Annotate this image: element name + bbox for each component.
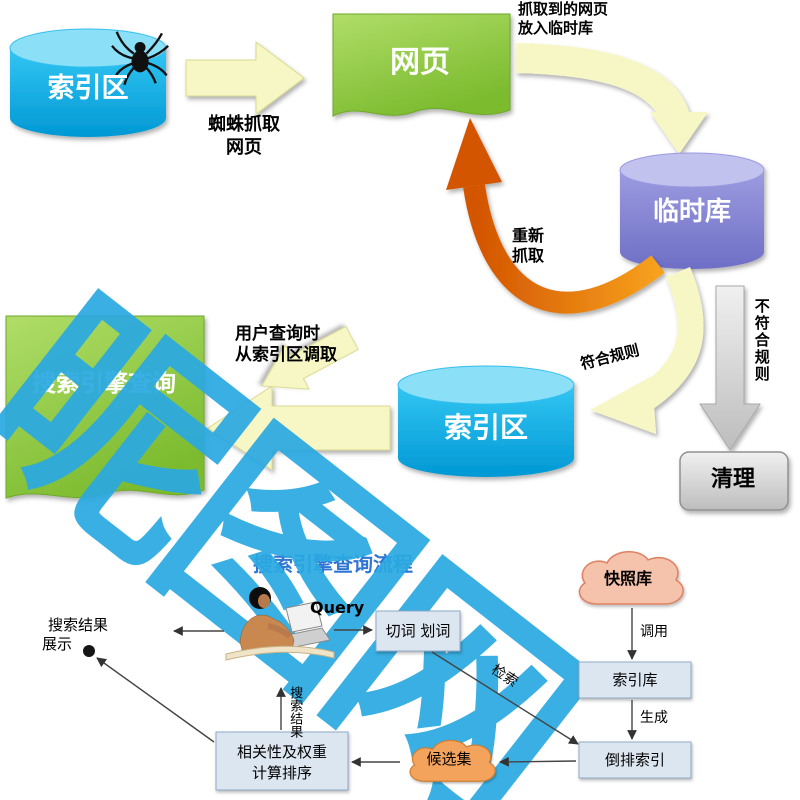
query-note-line1: 用户查询时	[235, 324, 320, 344]
crawl-note-line1: 蜘蛛抓取	[208, 114, 280, 135]
crawl-note-line2: 网页	[226, 136, 262, 158]
ranking-box	[215, 731, 349, 791]
clean-label: 清理	[710, 467, 756, 492]
webpage-shape	[332, 13, 511, 117]
to-index-arrow	[590, 267, 704, 434]
ranking-label-line2: 计算排序	[251, 764, 313, 782]
segmentation-label: 切词 划词	[385, 622, 451, 640]
candidate-label: 候选集	[426, 750, 472, 768]
result-note: 搜索结果 展示	[42, 616, 109, 654]
ranking-label: 相关性及权重 计算排序	[237, 742, 327, 784]
ranking-label-line1: 相关性及权重	[236, 743, 328, 761]
snapshot-cloud	[578, 551, 684, 605]
no-match-rule-label: 不符合规则	[752, 298, 771, 383]
recrawl-note: 重新 抓取	[512, 226, 544, 266]
bottom-section-title: 搜索引擎查询流程	[253, 552, 413, 576]
query-note-line2: 从索引区调取	[235, 345, 337, 366]
snapshot-label: 快照库	[603, 569, 653, 588]
recrawl-note-line2: 抓取	[511, 246, 545, 265]
source-db-label: 索引区	[47, 73, 129, 104]
result-note-line1: 搜索结果	[48, 616, 109, 634]
temp-db-cylinder	[619, 152, 765, 269]
connector-retrieve	[431, 651, 579, 745]
webpage-label: 网页	[390, 45, 450, 80]
index-store-label: 索引库	[612, 671, 658, 689]
to-query-arrow	[207, 385, 391, 471]
temp-db-label: 临时库	[652, 197, 732, 227]
fetch-note: 抓取到的网页 放入临时库	[518, 0, 608, 38]
recrawl-arrow	[446, 118, 665, 314]
query-en-label: Query	[310, 598, 365, 617]
clean-box	[679, 451, 789, 511]
fetch-note-line2: 放入临时库	[518, 18, 594, 37]
result-dot	[83, 645, 95, 657]
candidate-cloud	[409, 739, 496, 782]
query-result-shape	[5, 315, 205, 499]
inverted-index-label: 倒排索引	[604, 751, 666, 769]
connector-display	[96, 657, 215, 743]
query-box-label: 搜索引擎查询	[32, 369, 176, 397]
person-at-computer-clipart	[225, 587, 335, 661]
index-db-cylinder	[397, 365, 575, 477]
fetch-note-line1: 抓取到的网页	[518, 0, 609, 18]
index-db-label: 索引区	[443, 411, 529, 444]
call-label: 调用	[640, 624, 668, 640]
connector-candidate	[499, 756, 577, 767]
to-query-arrow-2	[261, 325, 359, 390]
spider-icon	[111, 31, 169, 86]
index-store-box	[578, 661, 692, 699]
discard-arrow	[699, 285, 761, 451]
segmentation-box	[375, 610, 461, 652]
generate-label: 生成	[640, 710, 668, 726]
recrawl-note-line1: 重新	[511, 226, 545, 245]
crawl-arrow	[185, 41, 305, 115]
flow-connectors	[96, 608, 637, 767]
crawl-note: 蜘蛛抓取 网页	[196, 114, 292, 159]
to-tempdb-arrow	[515, 43, 708, 154]
return-label: 搜索结果	[287, 686, 303, 738]
query-note: 用户查询时 从索引区调取	[235, 324, 337, 367]
inverted-index-box	[578, 741, 692, 779]
result-note-line2: 展示	[42, 634, 73, 653]
